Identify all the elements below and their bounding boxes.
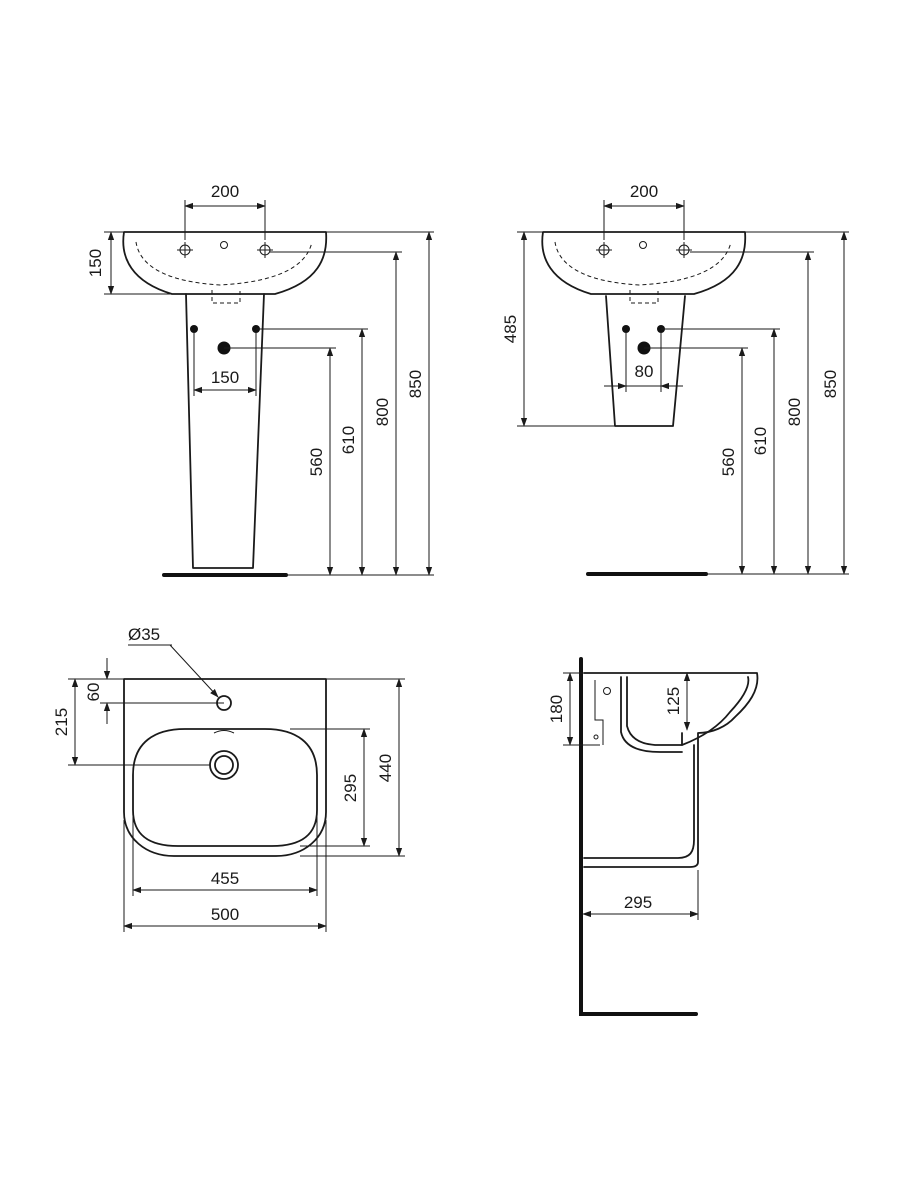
dim-height-610-2: 610 (751, 427, 770, 455)
wall-and-floor (579, 657, 698, 1016)
supply-point-left-2-icon (622, 325, 630, 333)
supply-point-left-icon (190, 325, 198, 333)
pedestal-outline (185, 293, 265, 569)
bowl-side-wall (620, 676, 683, 753)
tap-hole-center-2-icon (639, 241, 647, 249)
basin-side-outline (583, 672, 759, 868)
bracket-detail (594, 680, 604, 745)
fixing-screw-icon (593, 734, 599, 740)
waste-trap-hidden-2 (629, 290, 659, 304)
dim-180: 180 (547, 695, 566, 723)
dim-height-560: 560 (307, 448, 326, 476)
dim-height-610: 610 (339, 426, 358, 454)
dim-tap-spacing: 200 (211, 182, 239, 201)
overflow-icon (213, 730, 235, 734)
tap-hole-right-icon (257, 242, 273, 258)
fixing-hole-icon (603, 687, 611, 695)
dim-500: 500 (211, 905, 239, 924)
tap-hole-center-icon (220, 241, 228, 249)
bowl-side-inner (626, 676, 750, 746)
dim-height-850-2: 850 (821, 370, 840, 398)
basin-outline (122, 231, 328, 295)
front-view-semi-pedestal: 200 485 80 560 610 800 850 (501, 182, 849, 576)
tap-hole-right-2-icon (676, 242, 692, 258)
bowl-hidden-line-2 (554, 241, 732, 286)
top-view: Ø35 60 215 295 440 455 500 (52, 625, 405, 932)
dim-height-560-2: 560 (719, 448, 738, 476)
dim-125: 125 (664, 687, 683, 715)
bowl-hidden-line (135, 241, 313, 286)
waste-trap-hidden (211, 290, 241, 304)
bowl-top-outline (132, 728, 318, 847)
dim-waste-spacing-2: 80 (635, 362, 654, 381)
dim-295-side: 295 (624, 893, 652, 912)
semi-pedestal-side (583, 744, 695, 859)
side-view: 180 125 295 (547, 657, 759, 1016)
front-view-pedestal: 200 150 150 560 610 800 850 (86, 182, 434, 577)
dim-height-850: 850 (406, 370, 425, 398)
dim-455: 455 (211, 869, 239, 888)
dim-tap-spacing-2: 200 (630, 182, 658, 201)
tap-hole-left-icon (177, 242, 193, 258)
dim-295-top: 295 (341, 774, 360, 802)
dim-60: 60 (84, 683, 103, 702)
dim-height-800-2: 800 (785, 398, 804, 426)
dim-height-485: 485 (501, 315, 520, 343)
basin-outline-2 (541, 231, 747, 295)
dim-height-800: 800 (373, 398, 392, 426)
dim-215: 215 (52, 708, 71, 736)
dim-bowl-depth: 150 (86, 249, 105, 277)
dim-440: 440 (376, 754, 395, 782)
basin-top-outline (123, 678, 327, 857)
dim-waste-spacing: 150 (211, 368, 239, 387)
semi-pedestal-outline (605, 295, 686, 427)
tap-hole-left-2-icon (596, 242, 612, 258)
dim-tap-hole-diameter: Ø35 (128, 625, 160, 644)
waste-inner-icon (214, 755, 234, 775)
